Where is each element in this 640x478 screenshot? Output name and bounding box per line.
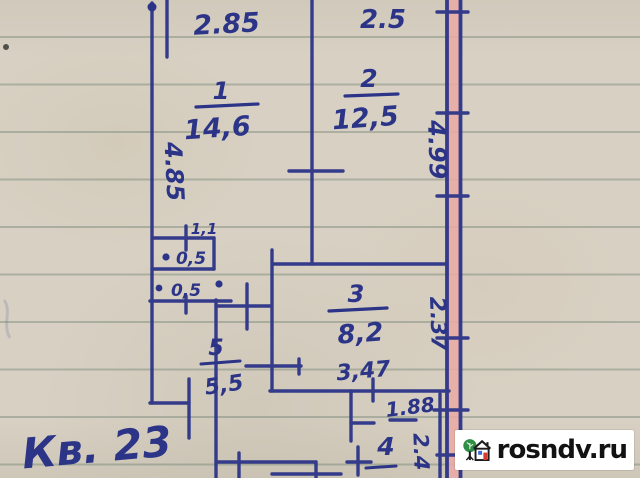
room-3-width: 3,47: [335, 357, 392, 387]
dim-bath-width: 1.88: [384, 392, 436, 422]
room-1-area: 14,6: [183, 111, 252, 147]
closet-top-area: 0,5: [176, 249, 206, 269]
apartment-number: Кв. 23: [20, 417, 174, 478]
fraction-bar: [343, 92, 400, 98]
ink-dot: [3, 44, 9, 50]
room-3-area: 8,2: [336, 317, 384, 350]
outer-wall-fill: [448, 0, 460, 478]
fraction-bar: [194, 102, 260, 109]
room-3-label: 3 8,2 3,47: [327, 280, 392, 387]
wall-post-dots: [147, 2, 223, 292]
ink-smudge: [2, 299, 12, 339]
room-1-number: 1: [213, 77, 230, 105]
room-2-label: 2 12,5: [331, 64, 400, 136]
room-5-area: 5,5: [203, 370, 245, 400]
dim-right-bath-height: 2.4: [408, 433, 433, 471]
closet-bottom-area: 0,5: [171, 281, 201, 301]
room-2-area: 12,5: [331, 101, 400, 137]
dim-right-room2-height: 4.99: [422, 119, 452, 180]
room-1-label: 1 14,6: [183, 77, 260, 147]
fraction-bar: [327, 306, 389, 313]
house-and-tree-icon: [463, 439, 492, 461]
room-4-label: 4: [364, 432, 398, 470]
dim-top-room1: 2.85: [192, 7, 260, 41]
fraction-bar: [199, 359, 242, 366]
dim-right-room3-height: 2.37: [424, 296, 451, 352]
watermark: rosndv.ru: [455, 430, 634, 470]
closet-width: 1,1: [191, 220, 218, 238]
room-3-number: 3: [348, 280, 365, 308]
room-2-number: 2: [360, 64, 377, 93]
room-5-number: 5: [208, 336, 223, 361]
fraction-bar: [364, 464, 398, 470]
dim-top-room2: 2.5: [360, 5, 406, 35]
room-4-number: 4: [376, 432, 394, 461]
room-5-label: 5 5,5: [199, 336, 245, 401]
walls: [148, 0, 470, 478]
dim-left-height: 4.85: [158, 140, 189, 202]
watermark-site-text: rosndv.ru: [496, 435, 628, 465]
